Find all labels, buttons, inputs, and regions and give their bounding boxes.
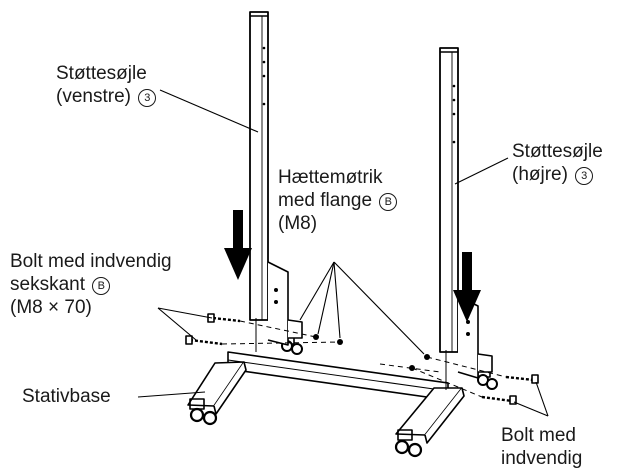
leader-line [137,391,206,398]
right-support-column [439,47,493,390]
down-arrow-icon [453,252,481,322]
hex-socket-bolt [481,374,539,405]
caster-wheel [189,398,218,426]
left-column-label: Støttesøjle (venstre) 3 [56,62,157,108]
left-support-column [249,11,303,352]
down-arrow-icon [224,210,252,280]
part-letter-badge: B [92,277,111,295]
leader-line [159,89,259,133]
caster-wheel [394,429,423,458]
stand-base-label: Stativbase [22,386,111,407]
part-number-badge: 3 [575,167,594,185]
hex-socket-bolt [185,313,241,346]
leader-line [535,381,549,417]
leader-line [317,261,335,335]
leader-line [299,261,335,321]
leader-line [333,261,425,355]
leader-line [157,307,213,319]
hex-bolt-label-right: Bolt med indvendig [501,425,583,469]
leader-line [513,401,549,417]
right-column-label: Støttesøjle (højre) 3 [512,141,603,185]
leader-line [333,261,341,339]
cap-nut-label: Hættemøtrik med flange B (M8) [278,166,398,235]
leader-line [157,307,197,341]
part-number-badge: 3 [138,89,157,107]
hex-bolt-label: Bolt med indvendig sekskant B (M8 × 70) [10,251,172,318]
flange-cap-nut [313,334,430,371]
stand-base [187,351,465,444]
leader-line [454,157,509,185]
part-letter-badge: B [379,193,398,211]
